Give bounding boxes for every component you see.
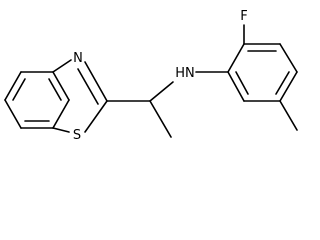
methyl-bond	[279, 100, 298, 131]
bond	[279, 71, 298, 102]
bond	[84, 100, 108, 133]
methyl-bond	[149, 100, 172, 138]
bond	[52, 99, 70, 129]
fluoromethylphenyl-ring	[195, 24, 298, 131]
bond	[52, 59, 72, 73]
bond	[227, 43, 245, 73]
fluorine-label: F	[240, 9, 247, 24]
double-bond-inner	[77, 68, 99, 105]
bond	[84, 61, 108, 102]
benzothiazole-benzene-ring	[4, 71, 70, 129]
double-bond-inner	[275, 71, 290, 95]
bond	[279, 43, 298, 73]
double-bond-inner	[48, 78, 62, 101]
bond	[227, 71, 245, 102]
bond	[4, 99, 22, 129]
amine-label: HN	[175, 66, 195, 81]
thiazole-ring	[52, 59, 108, 133]
double-bond-inner	[12, 78, 26, 101]
bond	[149, 81, 174, 102]
bond	[52, 127, 70, 133]
sulfur-label: S	[73, 128, 81, 143]
double-bond-inner	[235, 71, 249, 95]
nitrogen-label: N	[73, 51, 83, 66]
molecule-structure: N S HN F	[4, 9, 298, 143]
ethylidene-linker	[106, 81, 174, 138]
bond	[52, 71, 70, 101]
bond	[4, 71, 22, 101]
